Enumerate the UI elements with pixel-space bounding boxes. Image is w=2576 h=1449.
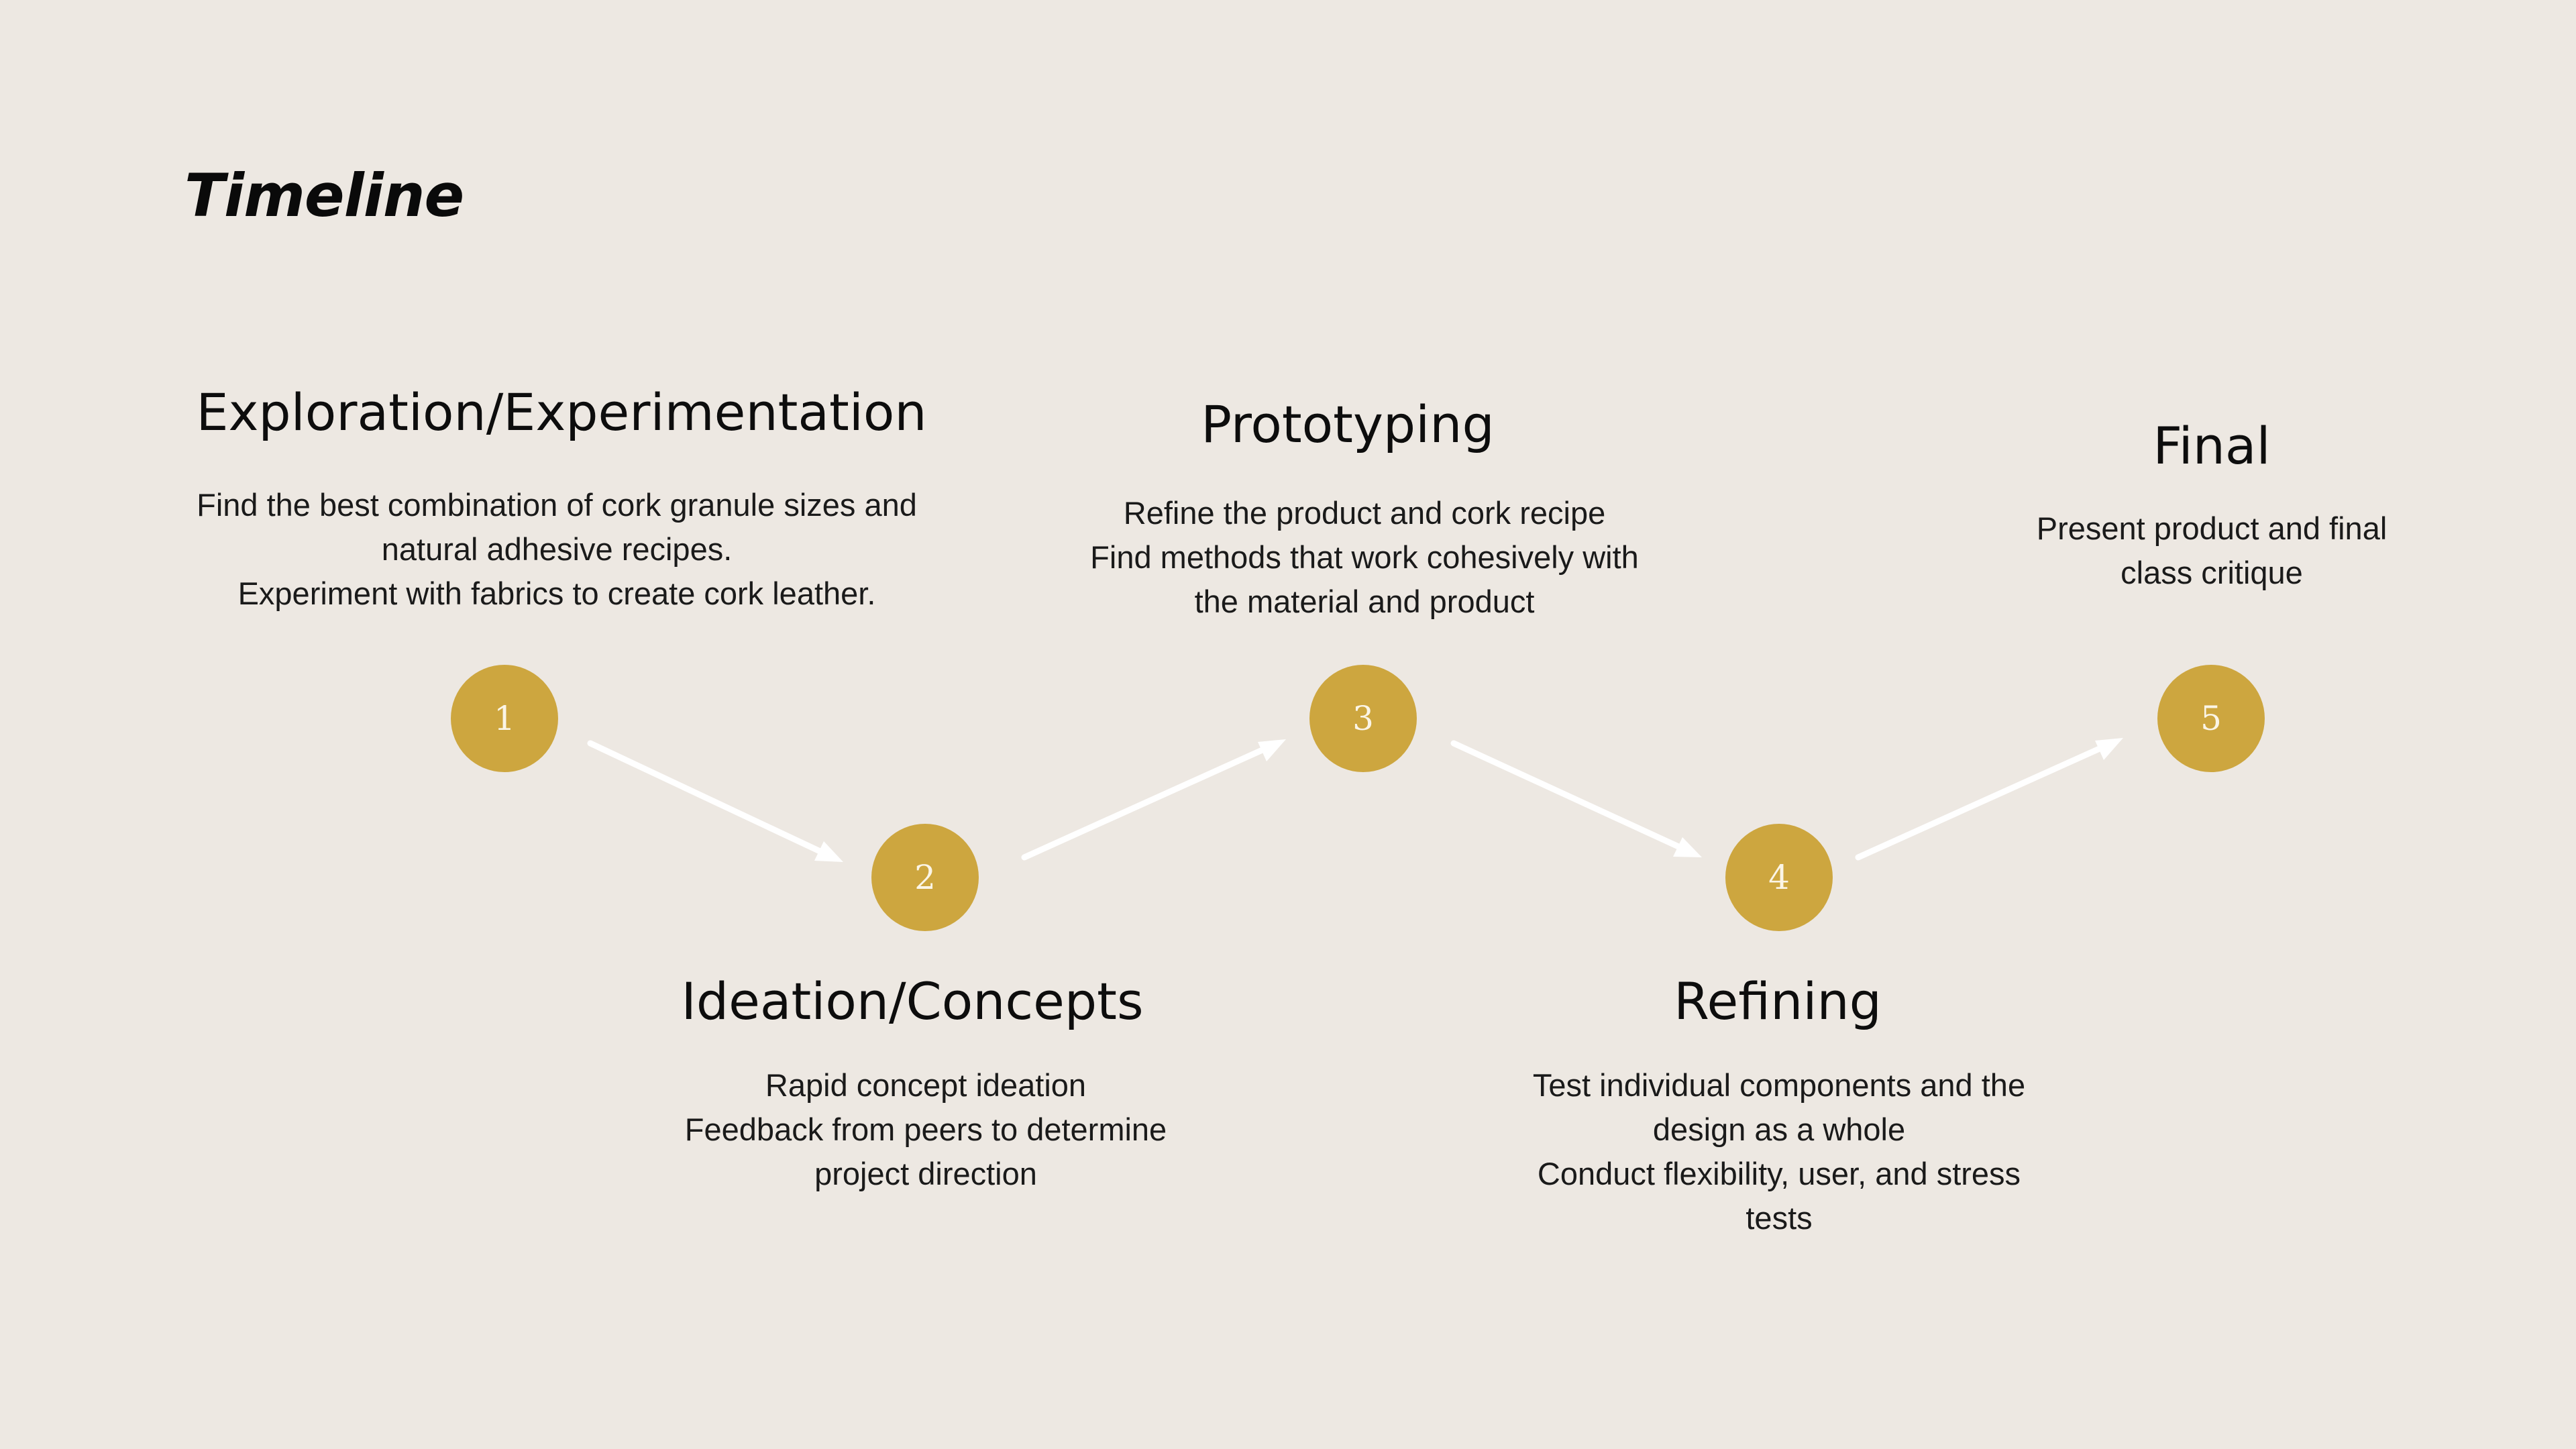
- stage-4-description: Test individual components and the desig…: [1533, 1063, 2025, 1240]
- stage-1-description-line: Find the best combination of cork granul…: [197, 487, 917, 523]
- stage-5-description-line: class critique: [2121, 555, 2303, 590]
- stage-1-title: Exploration/Experimentation: [196, 382, 927, 442]
- step-2-circle: 2: [871, 824, 979, 931]
- stage-4-description-line: Conduct flexibility, user, and stress: [1537, 1156, 2021, 1191]
- connector-2-3: [1021, 739, 1286, 861]
- step-3-circle: 3: [1309, 665, 1417, 772]
- stage-2-description-line: Rapid concept ideation: [765, 1067, 1087, 1103]
- stage-3-description-line: the material and product: [1194, 584, 1535, 619]
- stage-2-description-line: project direction: [814, 1156, 1037, 1191]
- stage-3-title: Prototyping: [1201, 394, 1495, 454]
- step-2-number: 2: [914, 858, 936, 897]
- step-3-number: 3: [1352, 699, 1374, 738]
- stage-2-title: Ideation/Concepts: [681, 971, 1144, 1031]
- stage-5-description: Present product and final class critique: [2037, 506, 2387, 595]
- stage-3-description-line: Refine the product and cork recipe: [1123, 495, 1606, 531]
- stage-5-title: Final: [2153, 416, 2271, 476]
- stage-3-description: Refine the product and cork recipe Find …: [1090, 491, 1639, 624]
- connector-3-4: [1450, 740, 1702, 857]
- step-5-circle: 5: [2157, 665, 2265, 772]
- connector-1-2: [587, 740, 843, 862]
- stage-2-description-line: Feedback from peers to determine: [684, 1112, 1167, 1147]
- stage-1-description-line: Experiment with fabrics to create cork l…: [237, 576, 876, 611]
- stage-4-description-line: tests: [1746, 1200, 1813, 1236]
- step-4-number: 4: [1768, 858, 1790, 897]
- stage-5-description-line: Present product and final: [2036, 511, 2387, 546]
- step-5-number: 5: [2200, 699, 2222, 738]
- stage-4-description-line: Test individual components and the: [1532, 1067, 2026, 1103]
- stage-4-title: Refining: [1674, 971, 1882, 1031]
- stage-1-description-line: natural adhesive recipes.: [381, 531, 733, 567]
- stage-2-description: Rapid concept ideation Feedback from pee…: [685, 1063, 1167, 1196]
- stage-3-description-line: Find methods that work cohesively with: [1090, 539, 1639, 575]
- step-1-circle: 1: [451, 665, 558, 772]
- step-1-number: 1: [494, 699, 515, 738]
- step-4-circle: 4: [1725, 824, 1833, 931]
- stage-4-description-line: design as a whole: [1652, 1112, 1906, 1147]
- connector-4-5: [1855, 738, 2123, 861]
- stage-1-description: Find the best combination of cork granul…: [197, 483, 917, 616]
- page-title: Timeline: [184, 161, 464, 230]
